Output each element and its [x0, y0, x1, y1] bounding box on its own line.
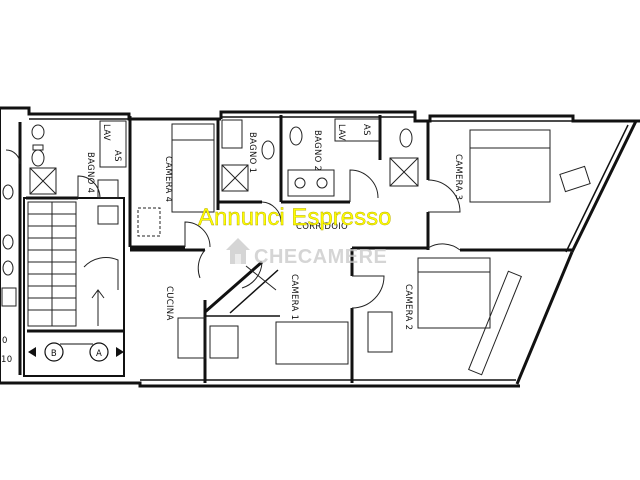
sink-bagno4-1 — [97, 179, 119, 199]
stair-wall — [23, 197, 125, 377]
sink-bagno4-2 — [97, 205, 119, 225]
toilet-edge-3 — [2, 260, 14, 276]
house-icon — [226, 238, 250, 264]
toilet-bagno2 — [289, 126, 303, 146]
edge-mark-o: 0 — [2, 336, 8, 346]
right-slant-wall-inner — [565, 124, 629, 253]
shower-bagno4 — [29, 167, 57, 195]
section-markers: B A — [28, 342, 124, 362]
desk-camera2 — [367, 311, 393, 353]
right-slant-wall — [570, 120, 638, 253]
door-top-left — [5, 149, 21, 165]
marker-b-circle — [44, 342, 64, 362]
brand-watermark: CHECAMERE — [226, 238, 387, 268]
label-as-bagno2: AS — [361, 124, 371, 136]
door-stair-exit — [83, 256, 119, 290]
bed-camera4 — [171, 123, 215, 213]
label-corridoio: CORRIDOIO — [296, 222, 348, 232]
label-camera1: CAMERA 1 — [289, 274, 299, 320]
bed-camera3 — [469, 129, 551, 203]
camera1-slant-wall — [204, 260, 263, 314]
door-camera2 — [351, 275, 385, 309]
lav-bagno1 — [221, 119, 243, 149]
marker-b-arrow — [28, 347, 36, 357]
sink-edge — [1, 287, 17, 307]
marker-b-label: B — [51, 349, 57, 359]
toilet-bagno2b — [399, 128, 413, 148]
doors — [5, 149, 461, 309]
door-cucina — [197, 249, 206, 279]
door-camera4 — [184, 221, 211, 248]
desk-camera4 — [137, 207, 161, 237]
toilet-edge-1 — [2, 184, 14, 200]
door-bagno2 — [349, 169, 379, 202]
toilet-bagno1 — [261, 140, 275, 160]
label-camera3: CAMERA 3 — [453, 154, 463, 200]
annunci-watermark: Annunci Espresso — [198, 204, 391, 231]
camera1-slant-wall-2 — [229, 269, 279, 314]
table-cucina — [177, 317, 207, 359]
bed-camera2 — [417, 257, 491, 329]
door-camera3 — [427, 179, 461, 213]
label-lav-bagno4: LAV — [101, 124, 111, 141]
shower-bagno2 — [389, 157, 419, 187]
marker-a-label: A — [96, 349, 102, 359]
label-bagno1: BAGNO 1 — [247, 132, 257, 173]
label-as-bagno4: AS — [112, 150, 122, 162]
label-camera4: CAMERA 4 — [163, 156, 173, 202]
marker-a-circle — [89, 342, 109, 362]
marker-a-arrow — [116, 347, 124, 357]
brand-watermark-text: CHECAMERE — [254, 246, 387, 268]
lav-bagno2 — [287, 169, 335, 197]
as-lav-box-bagno2 — [334, 118, 380, 142]
door-bagno1 — [261, 201, 282, 223]
walls — [0, 106, 640, 388]
bed-camera1 — [275, 321, 349, 365]
lav-as-box-bagno4 — [99, 120, 127, 168]
toilet-bagno4 — [31, 144, 45, 167]
fixtures — [1, 118, 591, 376]
shower-bagno1 — [221, 164, 249, 192]
toilet-edge-2 — [2, 234, 14, 250]
label-cucina: CUCINA — [164, 286, 174, 321]
right-slant-wall-lower — [515, 251, 574, 385]
door-corridor-right — [427, 243, 461, 251]
label-bagno4: BAGNO 4 — [85, 152, 95, 193]
door-camera1 — [241, 261, 263, 289]
desk-camera3 — [559, 165, 591, 193]
stairs — [27, 201, 105, 327]
wardrobe-camera2 — [468, 270, 522, 376]
door-bagno4 — [77, 175, 101, 199]
bidet-bagno4 — [31, 124, 45, 140]
label-camera2: CAMERA 2 — [403, 284, 413, 330]
edge-mark-ten: 10 — [1, 355, 12, 365]
bottom-wall — [0, 381, 520, 388]
label-bagno2: BAGNO 2 — [312, 130, 322, 171]
label-lav-bagno2: LAV — [336, 124, 346, 141]
top-wall — [0, 106, 221, 121]
desk-camera1 — [209, 325, 239, 359]
room-labels: BAGNO 4 CAMERA 4 BAGNO 1 BAGNO 2 CAMERA … — [85, 124, 463, 330]
